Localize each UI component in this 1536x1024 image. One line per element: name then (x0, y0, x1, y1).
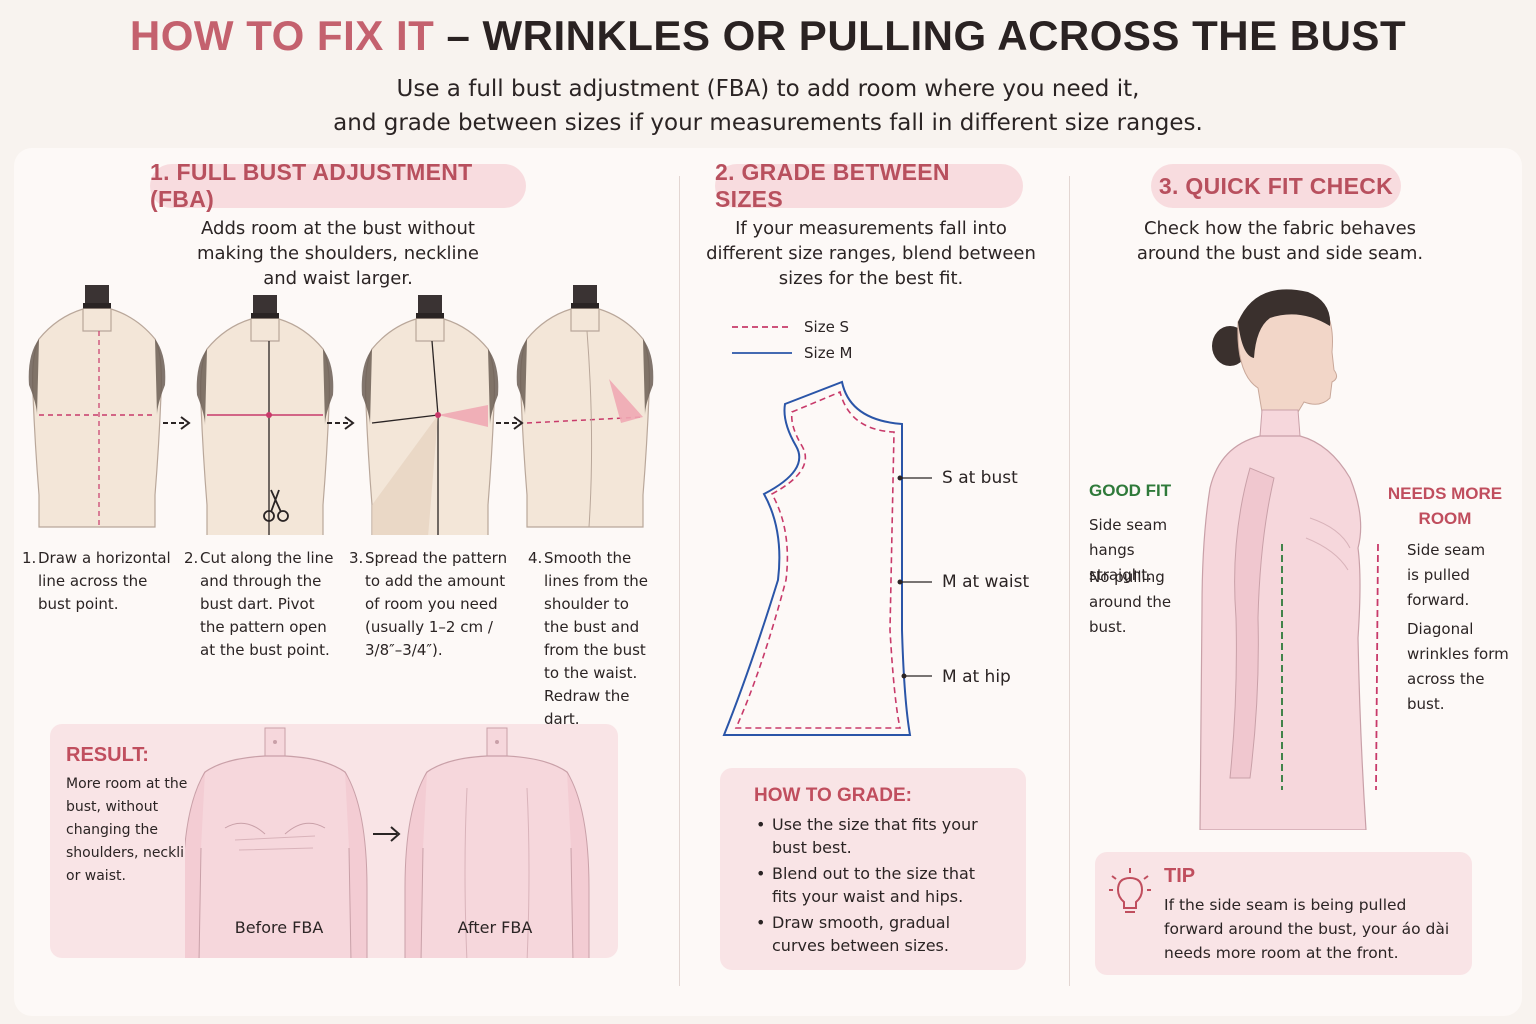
how-to-grade-title: HOW TO GRADE: (754, 785, 912, 806)
title-rest: – WRINKLES OR PULLING ACROSS THE BUST (434, 12, 1407, 59)
subtitle-line-1: Use a full bust adjustment (FBA) to add … (396, 76, 1140, 102)
label-s-at-bust: S at bust (942, 468, 1018, 488)
dress-form-step-1 (28, 285, 166, 528)
fba-step-2: 2. Cut along the line and through the bu… (184, 547, 334, 662)
fit-heading: 3. QUICK FIT CHECK (1151, 164, 1401, 208)
fba-description: Adds room at the bust without making the… (150, 216, 526, 291)
label-m-at-waist: M at waist (942, 572, 1030, 592)
column-divider-2 (1069, 176, 1070, 986)
list-item: Draw smooth, gradual curves between size… (756, 911, 996, 957)
list-item: Blend out to the size that fits your wai… (756, 862, 996, 908)
step-text: Cut along the line and through the bust … (200, 549, 334, 659)
tip-box (1095, 852, 1472, 975)
needs-more-room-title: NEEDS MORE ROOM (1387, 484, 1503, 528)
fit-desc-line-2: around the bust and side seam. (1136, 243, 1424, 264)
dress-form-step-4 (516, 285, 654, 528)
fba-heading: 1. FULL BUST ADJUSTMENT (FBA) (150, 159, 526, 212)
side-seam-indicators (1281, 543, 1379, 791)
fba-step-4: 4. Smooth the lines from the shoulder to… (528, 547, 658, 731)
after-fba-garment (404, 727, 590, 958)
title-accent: HOW TO FIX IT (129, 12, 435, 59)
result-text: More room at the bust, without changing … (66, 776, 202, 884)
fba-desc-line-3: and waist larger. (263, 268, 413, 289)
subtitle-line-2: and grade between sizes if your measurem… (333, 110, 1203, 136)
grade-desc-line-2: different size ranges, blend between (706, 243, 1036, 264)
arrow-icon (373, 826, 401, 842)
legend-swatch-s (732, 326, 792, 328)
good-fit-text-2: No pulling around the bust. (1089, 568, 1172, 636)
needs-room-text-1: Side seam is pulled forward. (1407, 541, 1486, 609)
step-text: Draw a horizontal line across the bust p… (38, 549, 171, 613)
woman-profile-illustration (1199, 289, 1367, 830)
fba-desc-line-1: Adds room at the bust without (201, 218, 475, 239)
step-number: 4. (528, 549, 543, 567)
step-number: 3. (349, 549, 364, 567)
before-fba-label: Before FBA (234, 918, 324, 937)
grade-heading: 2. GRADE BETWEEN SIZES (715, 159, 1023, 212)
step-number: 1. (22, 549, 37, 567)
size-m-outline (722, 380, 912, 736)
grade-desc-line-3: sizes for the best fit. (778, 268, 964, 289)
page-title: HOW TO FIX IT – WRINKLES OR PULLING ACRO… (0, 14, 1536, 58)
legend-label-s: Size S (804, 318, 850, 336)
arm (1229, 467, 1275, 779)
tip-title: TIP (1164, 865, 1196, 887)
fba-steps-illustration (28, 285, 654, 535)
after-fba-label: After FBA (457, 918, 533, 937)
column-divider-1 (679, 176, 680, 986)
fba-desc-line-2: making the shoulders, neckline (196, 243, 480, 264)
needs-room-seam-line (1375, 543, 1379, 791)
label-m-at-hip: M at hip (942, 667, 1011, 687)
page-subtitle: Use a full bust adjustment (FBA) to add … (0, 72, 1536, 140)
result-title: RESULT: (66, 744, 149, 766)
step-text: Smooth the lines from the shoulder to th… (544, 549, 648, 728)
step-number: 2. (184, 549, 199, 567)
legend-size-s: Size S (732, 318, 849, 336)
arrow-icon (496, 416, 524, 430)
pattern-grading-illustration (722, 380, 932, 736)
tip-text: If the side seam is being pulled forward… (1164, 896, 1450, 962)
collar (1259, 409, 1301, 437)
arrow-icon (327, 416, 355, 430)
arrow-icon (163, 416, 191, 430)
page-header: HOW TO FIX IT – WRINKLES OR PULLING ACRO… (0, 14, 1536, 140)
good-fit-text-1: Side seam hangs straight. (1089, 516, 1168, 584)
legend-label-m: Size M (804, 344, 853, 362)
how-to-grade-list: Use the size that fits your bust best. B… (756, 813, 996, 960)
needs-room-text-2: Diagonal wrinkles form across the bust. (1407, 620, 1509, 713)
before-fba-garment (185, 727, 368, 958)
fba-step-1: 1. Draw a horizontal line across the bus… (22, 547, 177, 616)
legend-size-m: Size M (732, 344, 853, 362)
dress-form-step-3 (361, 294, 499, 535)
before-after-illustration (185, 727, 590, 958)
legend-swatch-m (732, 352, 792, 354)
grade-desc-line-1: If your measurements fall into (735, 218, 1007, 239)
list-item: Use the size that fits your bust best. (756, 813, 996, 859)
fit-description: Check how the fabric behaves around the … (1100, 216, 1460, 266)
lightbulb-icon (1109, 868, 1151, 913)
fba-step-3: 3. Spread the pattern to add the amount … (349, 547, 509, 662)
hair (1238, 289, 1331, 358)
scissors-icon (263, 489, 289, 522)
size-s-outline (734, 390, 901, 729)
good-fit-title: GOOD FIT (1089, 481, 1172, 500)
step-text: Spread the pattern to add the amount of … (365, 549, 508, 659)
dress-form-step-2 (196, 294, 334, 535)
grade-description: If your measurements fall into different… (690, 216, 1052, 291)
fit-desc-line-1: Check how the fabric behaves (1143, 218, 1417, 239)
